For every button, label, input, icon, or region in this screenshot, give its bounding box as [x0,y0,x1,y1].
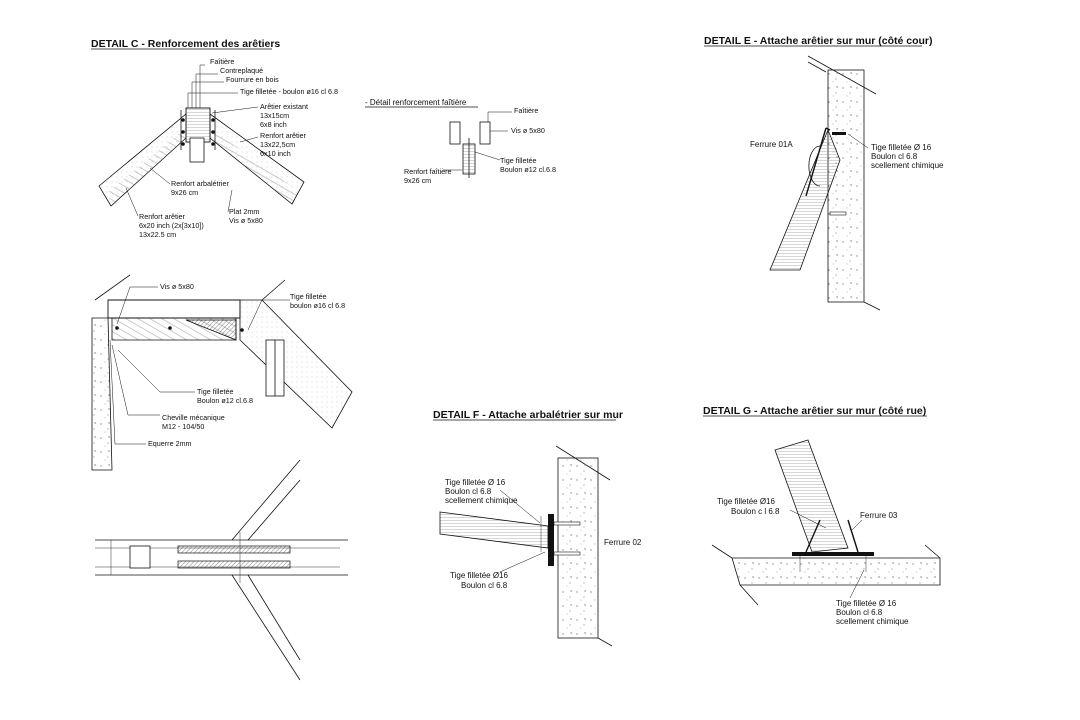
plan-bolts [115,326,244,332]
label-renfort-aretier-l-1: Renfort arêtier [139,212,186,221]
ridge-beam [185,107,211,143]
plan-gusset [185,319,237,341]
faitiere-label-faitiere: Faîtière [514,106,538,115]
detail-g-label-ferrure: Ferrure 03 [860,511,898,520]
detail-g-label-tige-top-2: Boulon c l 6.8 [731,507,780,516]
detail-f-label-ferrure: Ferrure 02 [604,538,642,547]
plan-label-vis: Vis ø 5x80 [160,282,194,291]
detail-f: DETAIL F - Attache arbalétrier sur mur T… [433,409,642,647]
label-fourrure: Fourrure en bois [226,75,279,84]
plan-wall [91,317,113,471]
detail-f-wall [557,457,599,639]
detail-e-wall [827,69,865,303]
detail-e-label-tige-2: Boulon cl 6.8 [871,152,918,161]
detail-g-label-tige-bottom-3: scellement chimique [836,617,909,626]
lower-plan-reinforcement-bottom [177,560,291,569]
label-aretier-existant-3: 6x8 inch [260,120,287,129]
label-renfort-arbaletrier-2: 9x26 cm [171,188,198,197]
plan-label-equerre: Equerre 2mm [148,439,192,448]
label-renfort-arbaletrier-1: Renfort arbalétrier [171,179,230,188]
lower-plan-reinforcement-top [177,545,291,554]
detail-g-label-tige-bottom-2: Boulon cl 6.8 [836,608,883,617]
label-contreplaque: Contreplaqué [220,66,263,75]
plan-diagonal-member [239,299,353,429]
detail-f-label-tige-top-2: Boulon cl 6.8 [445,487,492,496]
faitiere-detail-title: - Détail renforcement faîtière [365,98,467,107]
plan-label-tige-top-2: boulon ø16 cl 6.8 [290,301,345,310]
plan-label-cheville-1: Cheville mécanique [162,413,225,422]
faitiere-beam-right [479,121,491,145]
label-renfort-aretier-r-3: 6x10 inch [260,149,291,158]
plan-beam [107,299,241,319]
label-renfort-aretier-l-3: 13x22.5 cm [139,230,176,239]
lower-plan-block [129,545,151,569]
faitiere-label-renfort-1: Renfort faîtière [404,167,452,176]
detail-g-title: DETAIL G - Attache arêtier sur mur (côté… [703,405,926,417]
label-plat-vis: Vis ø 5x80 [229,216,263,225]
faitiere-detail: - Détail renforcement faîtière Faîtière … [365,98,556,185]
faitiere-label-renfort-2: 9x26 cm [404,176,431,185]
label-aretier-existant-2: 13x15cm [260,111,289,120]
detail-e-label-tige-1: Tige filletée Ø 16 [871,143,932,152]
detail-f-bracket [548,514,554,566]
detail-c: DETAIL C - Renforcement des arêtiers [91,38,338,239]
detail-e-rafter [769,128,841,271]
detail-e-title: DETAIL E - Attache arêtier sur mur (côté… [704,35,933,47]
faitiere-label-vis: Vis ø 5x80 [511,126,545,135]
detail-g: DETAIL G - Attache arêtier sur mur (côté… [703,405,941,626]
detail-c-title: DETAIL C - Renforcement des arêtiers [91,38,280,50]
plan-label-tige-mid-2: Boulon ø12 cl.6.8 [197,396,253,405]
detail-f-rafter [439,511,549,549]
label-aretier-existant-1: Arêtier existant [260,102,308,111]
detail-g-rafter [774,439,849,553]
detail-e-label-tige-3: scellement chimique [871,161,944,170]
label-tige-boulon: Tige filletée - boulon ø16 cl 6.8 [240,87,338,96]
plan-view: Vis ø 5x80 Tige filletée boulon ø16 cl 6… [91,274,353,471]
detail-f-label-tige-bottom-1: Tige filletée Ø16 [450,571,509,580]
label-renfort-aretier-r-2: 13x22,5cm [260,140,295,149]
plan-label-tige-top-1: Tige filletée [290,292,327,301]
label-renfort-aretier-r-1: Renfort arêtier [260,131,307,140]
label-faitiere: Faîtière [210,57,234,66]
detail-e: DETAIL E - Attache arêtier sur mur (côté… [704,35,944,311]
label-plat: Plat 2mm [229,207,259,216]
detail-g-label-tige-bottom-1: Tige filletée Ø 16 [836,599,897,608]
detail-f-label-tige-bottom-2: Boulon cl 6.8 [461,581,508,590]
plan-label-tige-mid-1: Tige filletée [197,387,234,396]
faitiere-label-tige-1: Tige filletée [500,156,537,165]
detail-f-title: DETAIL F - Attache arbalétrier sur mur [433,409,623,421]
detail-g-floor-slab [731,557,941,586]
label-renfort-aretier-l-2: 6x20 inch (2x[3x10]) [139,221,204,230]
ridge-bolts [181,118,215,146]
detail-f-label-tige-top-3: scellement chimique [445,496,518,505]
plan-label-cheville-2: M12 - 104/50 [162,422,204,431]
faitiere-beam-left [449,121,461,145]
detail-g-label-tige-top-1: Tige filletée Ø16 [717,497,776,506]
faitiere-label-tige-2: Boulon ø12 cl.6.8 [500,165,556,174]
lower-plan [95,459,348,681]
detail-g-plate [792,552,874,556]
detail-e-label-ferrure: Ferrure 01A [750,140,793,149]
detail-f-label-tige-top-1: Tige filletée Ø 16 [445,478,506,487]
